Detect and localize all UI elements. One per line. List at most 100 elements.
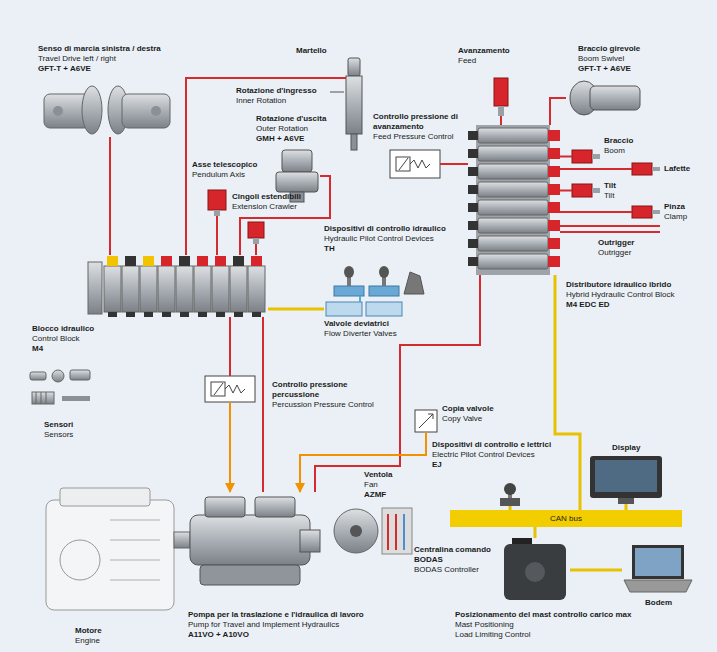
cylinder-pictures [572, 150, 592, 163]
component-caption: Controllo pressione di avanzamentoFeed P… [373, 112, 478, 142]
component-caption: Blocco idraulicoControl BlockM4 [32, 324, 94, 354]
joystick-pictures [379, 266, 389, 278]
label-text: Asse telescopico [192, 160, 257, 170]
pendulum-cylinder-picture [208, 190, 226, 216]
label-text: Pump for Travel and Implement Hydraulics [188, 620, 364, 630]
crawler-cylinder: Cingoli estendibiliExtension Crawler [248, 222, 264, 244]
hybrid-block-picture [468, 185, 478, 194]
flow-diverter-pictures [326, 302, 362, 316]
hybrid-block-picture [478, 236, 548, 251]
hydraulic-line [262, 317, 264, 492]
hybrid-block-picture [478, 182, 548, 197]
label-text: GFT-T + A6VE [38, 64, 161, 74]
control-block-picture [198, 312, 207, 317]
sensor-pictures [36, 392, 46, 404]
feed-pressure-valve-symbol [396, 157, 410, 171]
label-text: Rotazione d'uscita [256, 114, 326, 124]
label-text: Sensors [44, 430, 73, 440]
hybrid-block-picture [478, 254, 548, 269]
label-text: Hydraulic Pilot Control Devices [324, 234, 464, 244]
component-caption: Lafette [664, 164, 690, 174]
crawler-cylinder-picture [253, 238, 259, 244]
label-text: Tilt [604, 191, 616, 201]
hydraulic-line [186, 78, 346, 255]
label-text: Bodem [645, 598, 672, 608]
label-text: M4 [32, 344, 94, 354]
label-text: Valvole deviatrici [324, 319, 397, 329]
component-caption: Senso di marcia sinistra / destraTravel … [38, 44, 161, 74]
feed-pressure-valve: Controllo pressione di avanzamentoFeed P… [390, 150, 440, 178]
label-text: Dispositivi di controllo idraulico [324, 224, 464, 234]
cylinder-pictures [572, 150, 660, 218]
boom-swivel-picture [590, 86, 640, 110]
component-caption: Controllo pressione percussionePercussio… [272, 380, 392, 410]
component-caption: Pompa per la traslazione e l'idraulica d… [188, 610, 364, 640]
tilt-cylinder: TiltTilt [572, 184, 600, 197]
component-caption: BraccioBoom [604, 136, 633, 156]
percussion-valve-symbol [211, 382, 225, 396]
component-caption: Braccio girevoleBoom SwivelGFT-T + A6VE [578, 44, 640, 74]
joystick-picture [500, 483, 520, 506]
hammer-picture [351, 134, 357, 150]
outrigger-lines [560, 231, 660, 233]
label-text: Controllo pressione di avanzamento [373, 112, 478, 132]
label-text: EJ [432, 460, 572, 470]
engine: MotoreEngine [40, 485, 180, 620]
pump-picture [300, 530, 320, 552]
cylinder-pictures [632, 163, 652, 175]
cylinder-pictures [572, 184, 592, 197]
pump-picture [200, 565, 300, 585]
signal-line [268, 308, 324, 311]
hybrid-block-picture [468, 203, 478, 212]
control-block-picture [140, 266, 157, 312]
control-block-picture [158, 266, 175, 312]
feed-cylinder-picture [494, 78, 508, 106]
display-picture [618, 498, 634, 504]
control-block-picture [88, 256, 265, 317]
pilot-joysticks: Dispositivi di controllo idraulicoHydrau… [324, 266, 424, 296]
engine-picture [60, 540, 100, 580]
hybrid-block-picture [468, 125, 560, 275]
copy-valve-symbol [415, 410, 437, 432]
component-caption: MotoreEngine [75, 626, 102, 646]
control-block-picture [230, 266, 247, 312]
travel-drive-picture [82, 86, 102, 134]
outrigger-lines [560, 226, 660, 232]
display-picture [595, 460, 657, 492]
hybrid-block-picture [478, 218, 548, 233]
hammer-picture [348, 58, 360, 76]
hybrid-block-picture [478, 146, 548, 161]
hydraulic-line [500, 116, 502, 125]
sensor-pictures [30, 370, 90, 404]
flow-diverter-pictures [326, 302, 402, 316]
component-caption: PinzaClamp [664, 202, 687, 222]
label-text: Copy Valve [442, 414, 494, 424]
hydraulic-line [560, 168, 632, 170]
label-text: A11VO + A10VO [188, 630, 364, 640]
hybrid-block-picture [478, 164, 548, 179]
cylinder-pictures [592, 154, 600, 159]
flow-diverter-pictures [366, 302, 402, 316]
label-text: Blocco idraulico [32, 324, 94, 334]
hybrid-block-picture [478, 200, 548, 215]
control-block-picture [107, 256, 118, 266]
label-text: M4 EDC ED [566, 300, 674, 310]
sensors: SensoriSensors [28, 368, 92, 414]
label-text: Display [612, 443, 640, 453]
fan-picture [382, 508, 412, 554]
part-label: Mast Positioning [455, 620, 514, 630]
engine-picture [110, 520, 160, 580]
label-text: Motore [75, 626, 102, 636]
label-text: Clamp [664, 212, 687, 222]
fan-picture [403, 514, 405, 550]
component-caption: Dispositivi di controllo e lettriciElect… [432, 440, 572, 470]
flow-diverter-valves: Valvole deviatriciFlow Diverter Valves [324, 302, 404, 316]
label-text: Martello [296, 46, 327, 56]
laptop-picture [632, 545, 684, 579]
control-block-picture [216, 312, 225, 317]
fan-picture [334, 509, 378, 553]
feed-pressure-valve-symbol [390, 150, 440, 178]
joystick-pictures [369, 286, 399, 296]
